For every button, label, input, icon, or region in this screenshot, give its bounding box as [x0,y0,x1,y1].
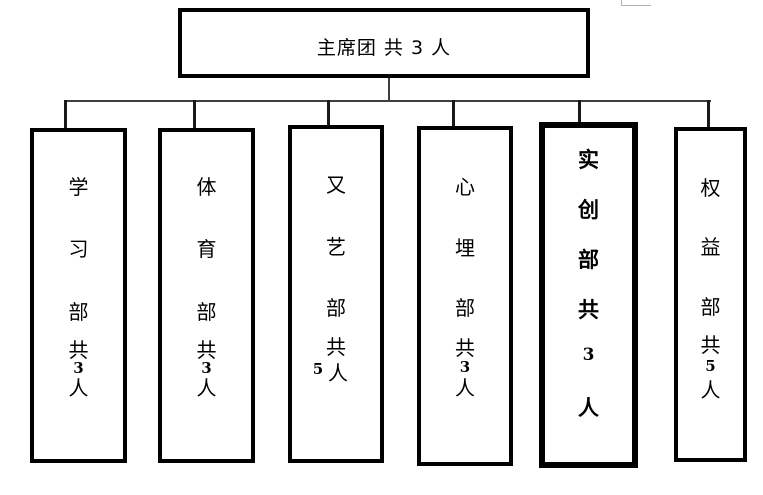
connector-drop-dept-4 [452,100,455,130]
stray-corner-artifact-horizontal [621,5,651,6]
dept-count: 3 [201,359,212,377]
dept-count: 3 [582,345,595,365]
dept-char: 部 [578,247,599,272]
connector-drop-dept-5 [578,100,581,126]
dept-char: 共 [455,336,475,360]
dept-char: 部 [196,300,217,324]
root-node-box: 主席团 共 3 人 [178,8,590,78]
dept-box-shichuangbu: 实 创 部 共 3 人 [539,122,638,468]
dept-char: 共 [700,333,721,357]
dept-char: 权 [700,176,721,200]
dept-char: 人 [578,395,599,420]
dept-char: 艺 [326,235,346,259]
connector-root-stub [388,78,390,102]
dept-char: 部 [326,296,346,320]
dept-char: 部 [68,300,89,324]
dept-char: 人 [328,361,348,385]
dept-box-wenyibu: 又 艺 部 共 5 人 [288,125,384,463]
dept-char: 共 [326,335,346,359]
dept-char: 人 [196,376,217,400]
dept-char: 益 [700,235,721,259]
dept-count: 5 [705,357,716,375]
dept-char: 学 [68,175,89,199]
dept-box-xuexibu: 学 习 部 共 3 人 [30,128,127,463]
dept-char: 习 [68,237,89,261]
connector-drop-dept-2 [193,100,196,132]
dept-char: 体 [196,175,217,199]
dept-box-tiyubu: 体 育 部 共 3 人 [158,128,255,463]
dept-char: 育 [196,237,217,261]
dept-char: 埋 [455,236,475,260]
connector-drop-dept-1 [64,100,67,132]
dept-count: 3 [459,358,471,376]
dept-char: 共 [578,297,599,322]
dept-box-quanyibu: 权 益 部 共 5 人 [674,127,747,462]
connector-drop-dept-6 [707,100,710,131]
root-node-label: 主席团 共 3 人 [316,36,452,59]
dept-count: 5 [312,360,324,378]
dept-char: 创 [578,197,599,222]
dept-char: 又 [326,173,346,197]
stray-corner-artifact-vertical [621,0,622,6]
connector-drop-dept-3 [327,100,330,129]
dept-char: 实 [578,147,599,172]
dept-char: 共 [68,338,89,362]
dept-char: 部 [700,295,721,319]
dept-char: 人 [68,376,89,400]
dept-char: 心 [455,175,475,199]
connector-horizontal-rail [65,100,711,102]
dept-char: 部 [455,296,475,320]
dept-char: 共 [196,338,217,362]
dept-char: 人 [455,376,475,400]
dept-box-xinlibu: 心 埋 部 共 3 人 [417,126,513,466]
dept-char: 人 [700,378,721,402]
dept-count: 3 [73,359,84,377]
